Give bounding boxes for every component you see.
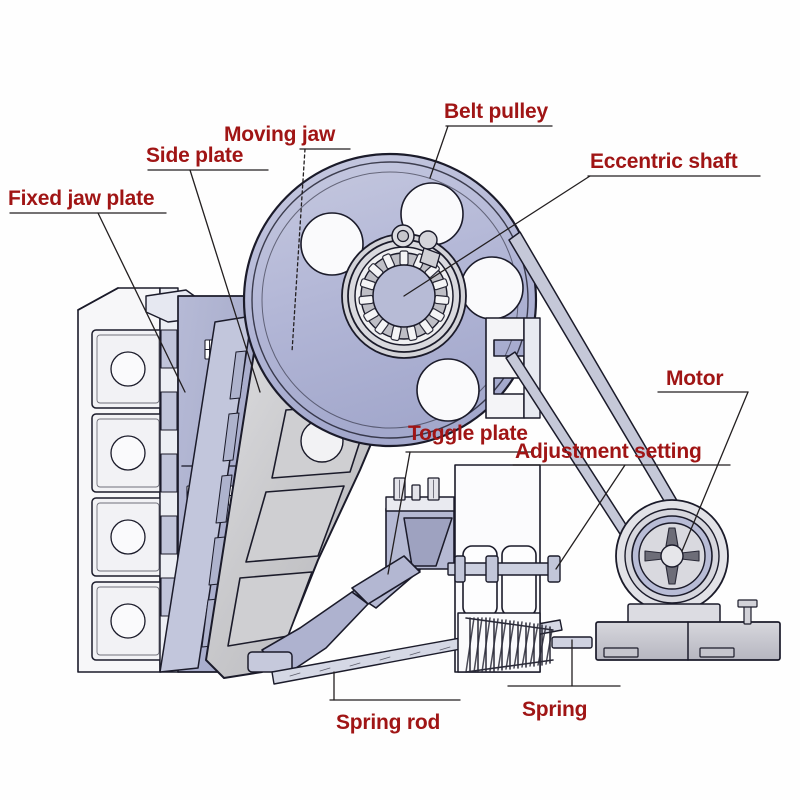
motor-assembly — [595, 499, 781, 661]
coil-spring — [465, 617, 554, 673]
label-motor: Motor — [666, 367, 724, 390]
label-moving-jaw: Moving jaw — [224, 123, 336, 146]
label-fixed-jaw-plate: Fixed jaw plate — [8, 187, 155, 210]
label-spring: Spring — [522, 698, 588, 721]
label-toggle-plate: Toggle plate — [408, 422, 528, 445]
label-side-plate: Side plate — [146, 144, 244, 167]
label-spring-rod: Spring rod — [336, 711, 441, 734]
spring-rod-assembly — [271, 612, 593, 685]
fixed-jaw-plate-assembly — [77, 287, 201, 673]
label-belt-pulley: Belt pulley — [444, 100, 548, 123]
label-eccentric-shaft: Eccentric shaft — [590, 150, 738, 173]
toggle-plate-link — [351, 555, 421, 605]
label-adjustment-setting: Adjustment setting — [515, 440, 702, 463]
